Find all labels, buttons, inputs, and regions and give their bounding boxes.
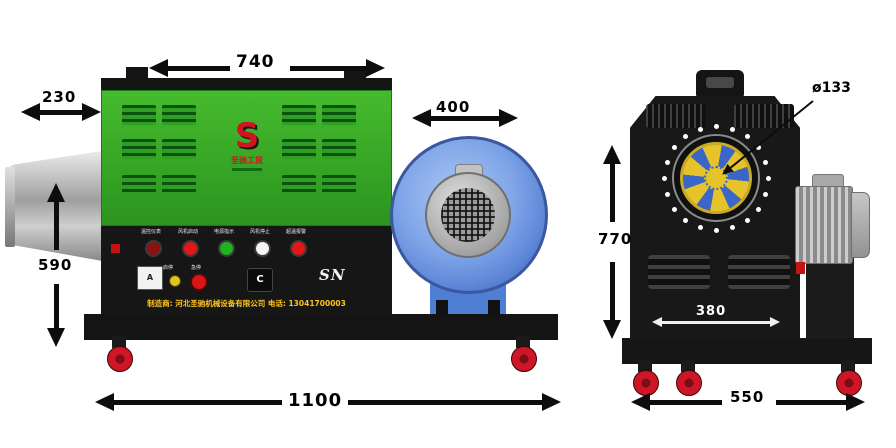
dim-550-arrow-left xyxy=(631,393,722,411)
manufacturer-line: 制造商: 河北圣驰机械设备有限公司 电话: 13041700003 xyxy=(147,299,346,308)
indicator-light-green[interactable] xyxy=(218,240,235,257)
indicator-label: 风机启动 xyxy=(177,229,198,235)
red-valve xyxy=(796,262,805,274)
emergency-stop-button[interactable] xyxy=(190,273,208,291)
dim-770-arrow-up xyxy=(603,145,621,222)
yellow-button[interactable] xyxy=(169,275,181,287)
green-body-panel: S 圣驰工贸 xyxy=(101,90,392,226)
louver-vent xyxy=(162,105,196,125)
dim-230-label: 230 xyxy=(42,88,77,106)
small-label-estop: 急停 xyxy=(190,265,201,271)
louver-vent xyxy=(122,105,156,125)
ammeter-letter: A xyxy=(146,273,154,282)
louver-vent xyxy=(162,139,196,159)
caster-wheel xyxy=(675,360,702,396)
blower-stand-leg xyxy=(436,300,448,316)
motor-body xyxy=(795,186,853,264)
nozzle-flange xyxy=(5,167,15,247)
louver-vent xyxy=(322,175,356,195)
dim-1100-arrow-right xyxy=(348,393,561,411)
top-frame-bar xyxy=(101,78,392,90)
power-indicator-square xyxy=(111,244,120,253)
dim-740-arrow-right xyxy=(290,59,385,77)
dim-590-arrow-up xyxy=(47,183,65,250)
front-view: S 圣驰工贸 温控仪表 风机启动 电源指示 风机停止 超温报警 A 启停 急停 xyxy=(5,67,558,372)
louver-vent xyxy=(322,139,356,159)
indicator-label: 超温报警 xyxy=(285,229,306,235)
top-louver xyxy=(646,104,706,128)
dim-740-label: 740 xyxy=(236,52,275,72)
dim-770-arrow-down xyxy=(603,262,621,339)
wheel xyxy=(107,346,133,372)
dim-590-arrow-down xyxy=(47,284,65,347)
bottom-louver xyxy=(728,255,790,289)
dim-400-arrow xyxy=(412,109,518,127)
caster-wheel xyxy=(632,360,659,396)
small-label-start-stop: 启停 xyxy=(162,265,173,271)
louver-vent xyxy=(282,175,316,195)
louver-vent xyxy=(282,105,316,125)
brand-logo: S 圣驰工贸 xyxy=(222,119,272,191)
indicator-label: 风机停止 xyxy=(249,229,270,235)
dim-770-label: 770 xyxy=(598,230,633,248)
dim-1100-arrow-left xyxy=(95,393,282,411)
caster-wheel xyxy=(106,336,133,372)
louver-vent xyxy=(282,139,316,159)
logo-underline xyxy=(232,168,262,171)
dim-740-arrow-left xyxy=(149,59,230,77)
rotary-switch-label: C xyxy=(256,274,264,285)
louver-vent xyxy=(322,105,356,125)
wheel xyxy=(511,346,537,372)
base-frame xyxy=(84,314,558,340)
fan-impeller xyxy=(680,142,752,214)
indicator-light-red[interactable] xyxy=(182,240,199,257)
base-frame xyxy=(622,338,872,364)
wheel xyxy=(676,370,702,396)
caster-wheel xyxy=(510,336,537,372)
logo-glyph: S xyxy=(234,116,260,156)
rotary-switch[interactable]: C xyxy=(247,268,273,292)
handle-hole xyxy=(706,77,734,88)
dim-1100-label: 1100 xyxy=(288,390,343,411)
blower-stand-leg xyxy=(488,300,500,316)
indicator-light-white[interactable] xyxy=(254,240,271,257)
lifting-lug xyxy=(126,67,148,79)
control-panel: 温控仪表 风机启动 电源指示 风机停止 超温报警 A 启停 急停 C SN 制造… xyxy=(101,226,392,314)
side-view: 380 xyxy=(596,0,896,448)
dim-380-label: 380 xyxy=(696,304,727,319)
bottom-louver xyxy=(648,255,710,289)
indicator-label: 电源指示 xyxy=(213,229,234,235)
motor-end-cap xyxy=(851,192,870,258)
dim-230-arrow xyxy=(21,103,101,121)
louver-vent xyxy=(162,175,196,195)
caster-wheel xyxy=(835,360,862,396)
ammeter-gauge: A xyxy=(137,266,163,290)
indicator-light-red2[interactable] xyxy=(290,240,307,257)
dim-380-arrow xyxy=(652,317,780,327)
logo-brand-text: 圣驰工贸 xyxy=(231,156,263,165)
dim-590-label: 590 xyxy=(38,256,73,274)
dim-400-label: 400 xyxy=(436,98,471,116)
blower-inlet-grille xyxy=(441,188,495,242)
sn-marking: SN xyxy=(319,266,346,284)
indicator-light-darkred[interactable] xyxy=(145,240,162,257)
indicator-label: 温控仪表 xyxy=(140,229,161,235)
motor-support xyxy=(806,255,854,340)
dim-133-label: ø133 xyxy=(812,80,851,96)
dim-550-arrow-right xyxy=(776,393,865,411)
louver-vent xyxy=(122,139,156,159)
louver-vent xyxy=(122,175,156,195)
dim-550-label: 550 xyxy=(730,388,765,406)
wheel xyxy=(633,370,659,396)
carry-handle xyxy=(696,70,744,100)
